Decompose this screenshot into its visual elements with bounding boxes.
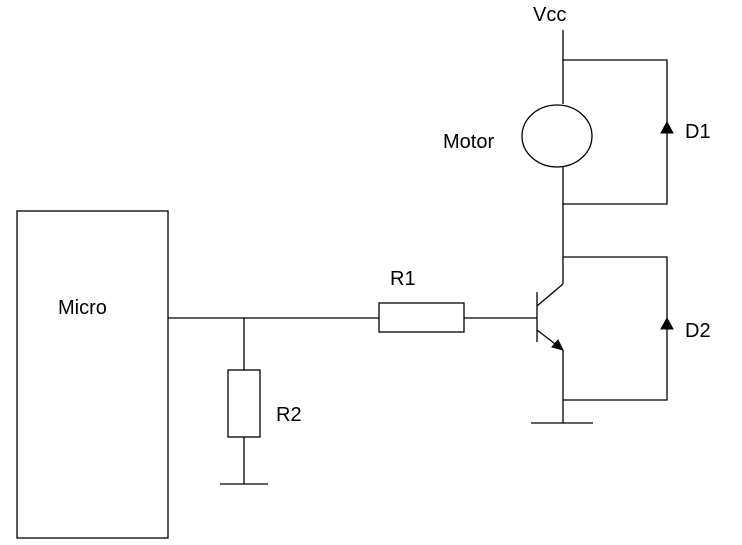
micro-label: Micro — [58, 297, 107, 319]
r1-label: R1 — [390, 268, 416, 290]
wire-d2-loop — [563, 256, 668, 401]
transistor — [536, 283, 564, 351]
d2-label: D2 — [685, 320, 711, 342]
vcc-label: Vcc — [533, 4, 566, 26]
transistor-emitter-arrow — [551, 339, 564, 351]
resistor-r1 — [378, 302, 465, 333]
transistor-collector-leg — [536, 283, 564, 307]
motor-label: Motor — [443, 131, 494, 153]
micro-block — [16, 210, 169, 539]
diode-d2 — [660, 316, 674, 330]
motor — [521, 104, 593, 168]
r2-label: R2 — [276, 404, 302, 426]
resistor-r2 — [227, 369, 261, 438]
diode-d1 — [660, 120, 674, 134]
d1-label: D1 — [685, 121, 711, 143]
